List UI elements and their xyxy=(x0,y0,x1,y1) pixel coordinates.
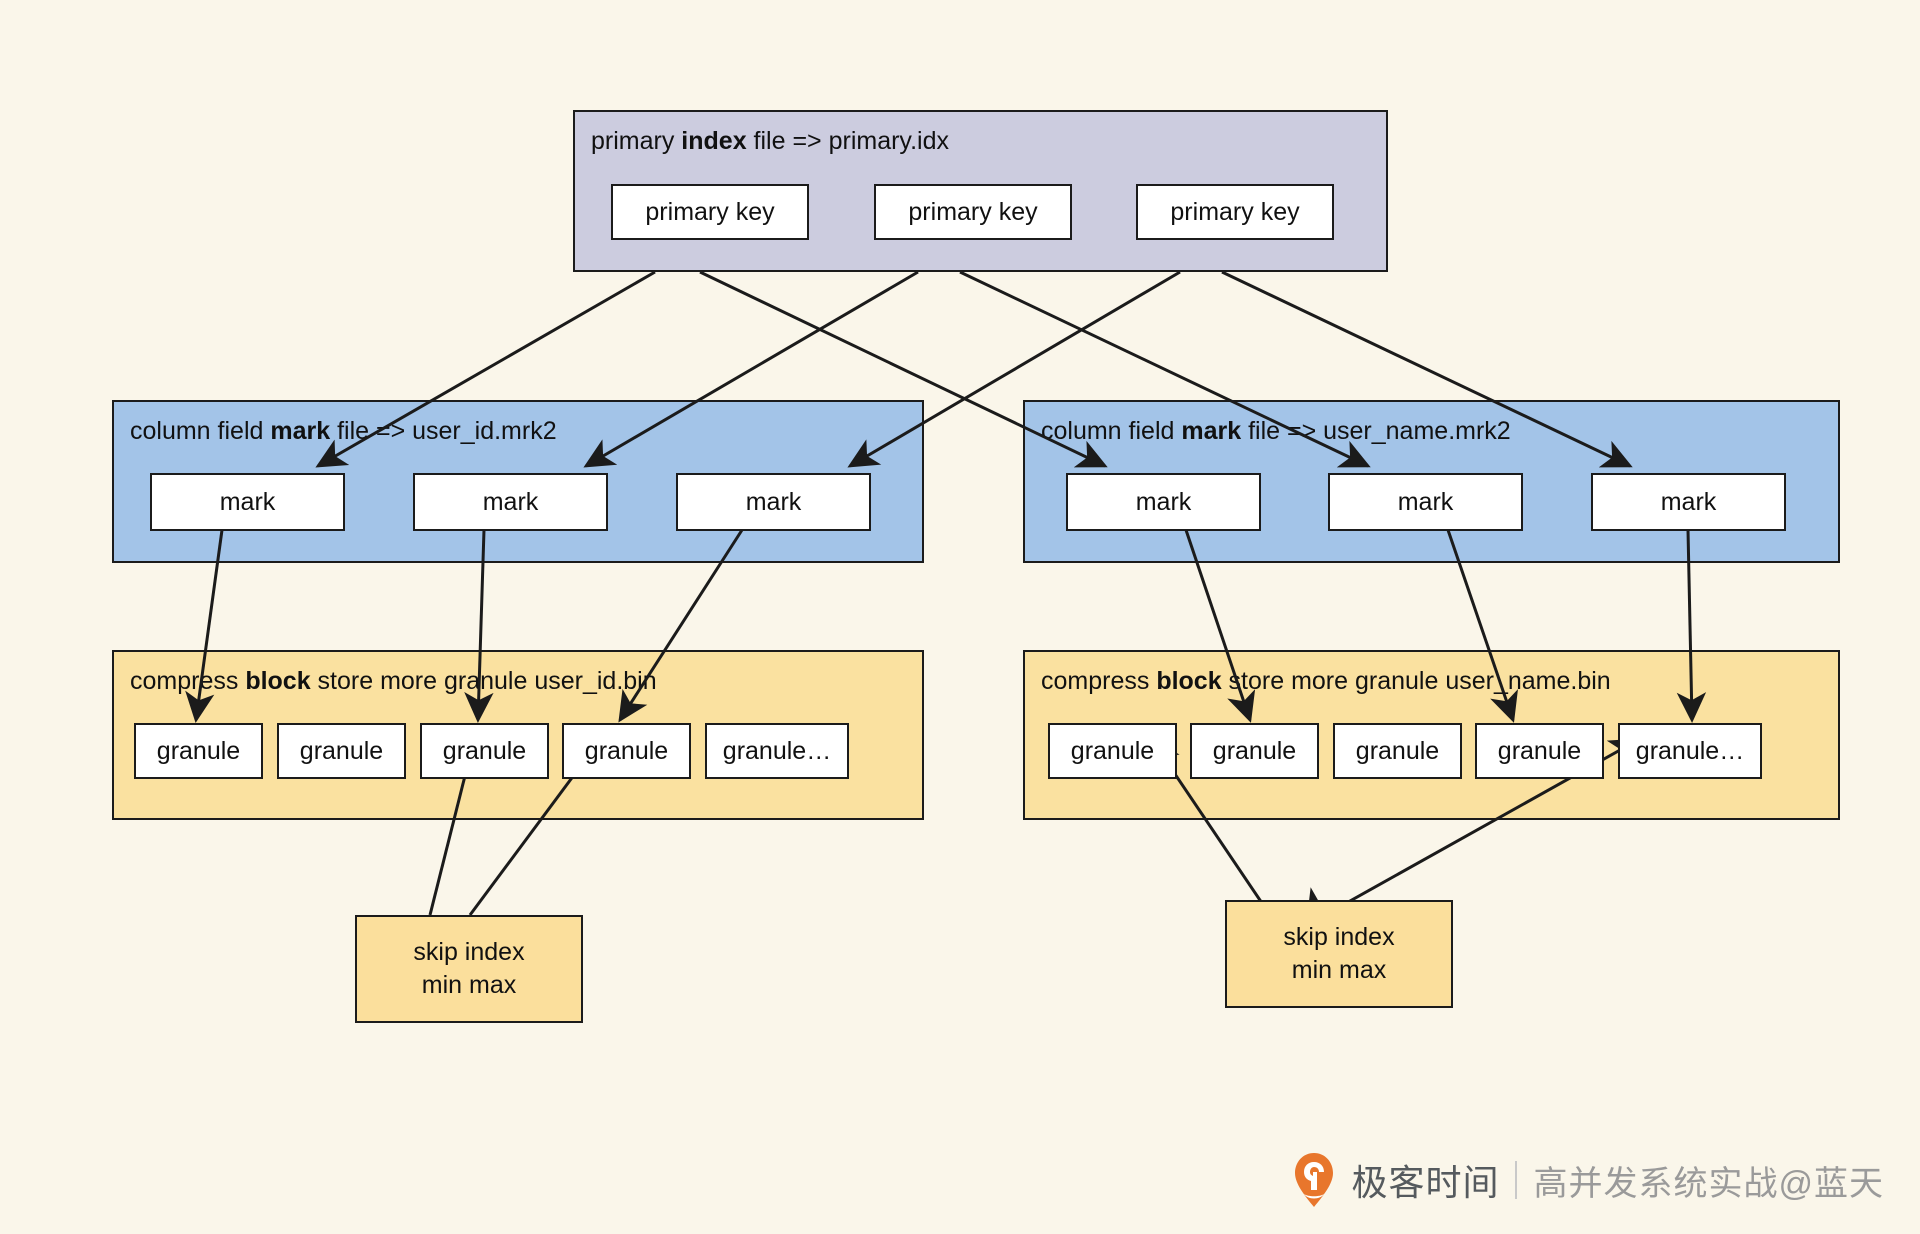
mark-node-user-id-3[interactable]: mark xyxy=(676,473,871,531)
watermark-separator xyxy=(1515,1161,1518,1199)
granule-node-user-name-3[interactable]: granule xyxy=(1333,723,1462,779)
skip-index-left-line1: skip index xyxy=(413,938,525,966)
geekbang-logo-icon xyxy=(1295,1153,1334,1207)
granule-node-user-name-1[interactable]: granule xyxy=(1048,723,1177,779)
mark-node-user-id-1[interactable]: mark xyxy=(150,473,345,531)
mark-node-user-id-2[interactable]: mark xyxy=(413,473,608,531)
compress-block-user-id-title: compress block store more granule user_i… xyxy=(130,667,657,695)
watermark-subtitle: 高并发系统实战@蓝天 xyxy=(1533,1164,1884,1203)
mark-file-user-id-title: column field mark file => user_id.mrk2 xyxy=(130,417,557,445)
primary-index-title: primary index file => primary.idx xyxy=(591,127,949,155)
primary-key-node-2[interactable]: primary key xyxy=(874,184,1072,240)
skip-index-right-line1: skip index xyxy=(1283,923,1395,951)
skip-index-left-line2: min max xyxy=(421,971,517,999)
mark-file-user-name-title: column field mark file => user_name.mrk2 xyxy=(1041,417,1511,445)
skip-index-left-box[interactable]: skip index min max xyxy=(355,915,583,1023)
watermark: 极客时间 高并发系统实战@蓝天 xyxy=(1293,1152,1884,1208)
granule-node-user-name-2[interactable]: granule xyxy=(1190,723,1319,779)
granule-node-user-id-3[interactable]: granule xyxy=(420,723,549,779)
primary-key-node-3[interactable]: primary key xyxy=(1136,184,1334,240)
compress-block-user-name-title: compress block store more granule user_n… xyxy=(1041,667,1611,695)
granule-node-user-id-1[interactable]: granule xyxy=(134,723,263,779)
granule-node-user-name-5[interactable]: granule… xyxy=(1618,723,1762,779)
mark-node-user-name-1[interactable]: mark xyxy=(1066,473,1261,531)
granule-node-user-id-2[interactable]: granule xyxy=(277,723,406,779)
primary-key-node-1[interactable]: primary key xyxy=(611,184,809,240)
skip-index-right-box[interactable]: skip index min max xyxy=(1225,900,1453,1008)
watermark-brand: 极客时间 xyxy=(1351,1162,1500,1203)
granule-node-user-id-4[interactable]: granule xyxy=(562,723,691,779)
mark-node-user-name-2[interactable]: mark xyxy=(1328,473,1523,531)
granule-node-user-name-4[interactable]: granule xyxy=(1475,723,1604,779)
granule-node-user-id-5[interactable]: granule… xyxy=(705,723,849,779)
skip-index-right-line2: min max xyxy=(1291,956,1387,984)
mark-node-user-name-3[interactable]: mark xyxy=(1591,473,1786,531)
